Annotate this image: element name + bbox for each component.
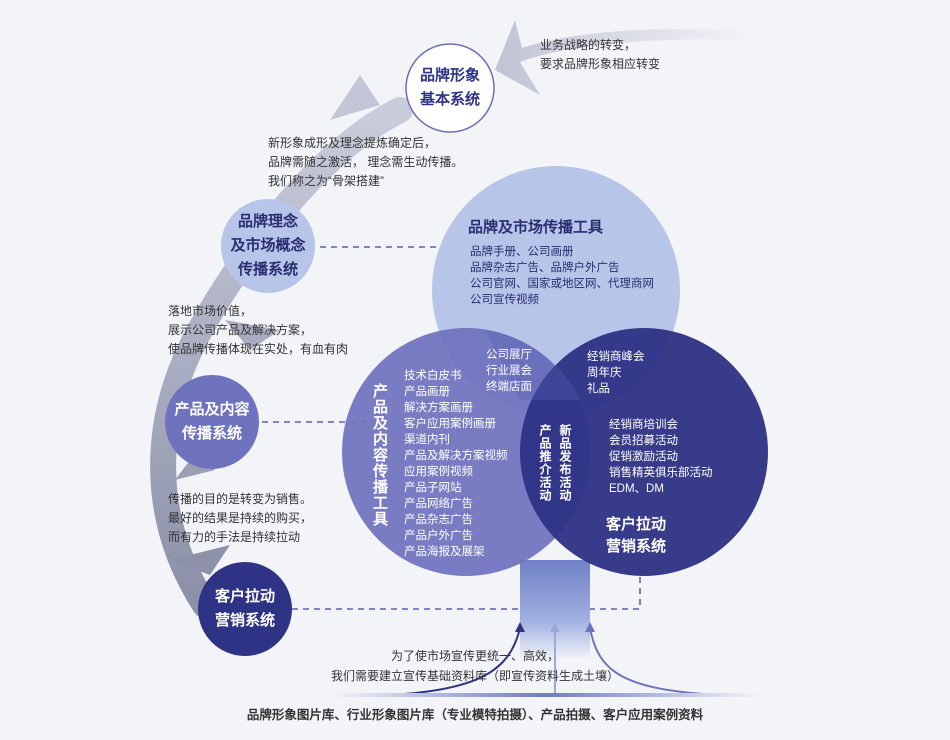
arc-arrowhead-1 bbox=[330, 75, 380, 120]
venn-left-item: 产品画册 bbox=[404, 386, 450, 398]
venn-circle-right bbox=[520, 328, 768, 576]
note-new-image: 新形象成形及理念提炼确定后， 品牌需随之激活， 理念需生动传播。 我们称之为“骨… bbox=[268, 136, 464, 188]
node-circle-brand-image bbox=[405, 43, 495, 133]
venn-right-item: 会员招募活动 bbox=[609, 435, 678, 447]
venn-top-item: 品牌杂志广告、品牌户外广告 bbox=[470, 262, 620, 274]
venn-left-item: 应用案例视频 bbox=[404, 466, 473, 478]
overlap-item: 礼品 bbox=[587, 383, 610, 395]
venn-overlap-top-left: 公司展厅 行业展会 终端店面 bbox=[486, 347, 532, 395]
venn-right-item: EDM、DM bbox=[609, 483, 664, 495]
overlap-item: 终端店面 bbox=[486, 381, 532, 393]
venn-right-item: 促销激励活动 bbox=[609, 451, 678, 463]
venn-left-item: 产品杂志广告 bbox=[404, 514, 473, 526]
venn-left-item: 技术白皮书 bbox=[404, 370, 462, 382]
venn-left-list: 技术白皮书 产品画册 解决方案画册 客户应用案例画册 渠道内刊 产品及解决方案视… bbox=[404, 368, 508, 560]
venn-left-item: 客户应用案例画册 bbox=[404, 418, 496, 430]
growth-arc bbox=[150, 97, 413, 618]
note-market-value: 落地市场价值， 展示公司产品及解决方案， 使品牌传播体现在实处，有血有肉 bbox=[168, 304, 349, 356]
arrowhead-left bbox=[515, 622, 525, 632]
venn-top-item: 公司宣传视频 bbox=[470, 294, 539, 306]
note-sales-purpose: 传播的目的是转变为销售。 最好的结果是持续的购买， 而有力的手法是持续拉动 bbox=[168, 492, 313, 544]
arrowhead-right bbox=[585, 622, 595, 632]
foundation-base-bar bbox=[330, 693, 760, 697]
strategy-arrow bbox=[495, 20, 750, 95]
node-circle-brand-concept bbox=[221, 199, 315, 293]
node-circle-product-content bbox=[165, 375, 259, 469]
venn-center-new-launch: 新品发布活动 bbox=[558, 424, 572, 502]
venn-circle-left bbox=[342, 328, 590, 576]
venn-right-list: 经销商培训会 会员招募活动 促销激励活动 销售精英俱乐部活动 EDM、DM bbox=[609, 417, 713, 497]
venn-left-item: 产品海报及展架 bbox=[404, 546, 485, 558]
node-circle-customer-pull bbox=[198, 562, 292, 656]
note-foundation: 为了使市场宣传更统一、高效， 我们需要建立宣传基础资料库（即宣传资料生成土壤） bbox=[330, 649, 619, 683]
overlap-item: 经销商峰会 bbox=[587, 351, 645, 363]
venn-left-item: 产品网络广告 bbox=[404, 498, 473, 510]
venn-right-item: 经销商培训会 bbox=[609, 419, 678, 431]
venn-center-product-promo: 产品推介活动 bbox=[538, 424, 552, 502]
venn-left-item: 产品户外广告 bbox=[404, 530, 473, 542]
venn-left-item: 渠道内刊 bbox=[404, 434, 450, 446]
overlap-item: 公司展厅 bbox=[486, 349, 532, 361]
node-brand-image: 品牌形象 基本系统 bbox=[419, 67, 480, 108]
arc-arrowhead-2 bbox=[225, 320, 280, 350]
venn-right-title: 客户拉动 营销系统 bbox=[606, 516, 667, 555]
venn-overlap-top-right: 经销商峰会 周年庆 礼品 bbox=[587, 349, 645, 397]
arc-arrowhead-4 bbox=[170, 545, 230, 575]
node-brand-concept: 品牌理念 及市场概念 传播系统 bbox=[230, 213, 306, 278]
venn-top-list: 品牌手册、公司画册 品牌杂志广告、品牌户外广告 公司官网、国家或地区网、代理商网… bbox=[470, 244, 654, 308]
venn-top-item: 品牌手册、公司画册 bbox=[470, 246, 574, 258]
venn-left-item: 解决方案画册 bbox=[404, 402, 473, 414]
venn-right-item: 销售精英俱乐部活动 bbox=[609, 467, 713, 479]
venn-left-item: 产品子网站 bbox=[404, 482, 462, 494]
overlap-item: 行业展会 bbox=[486, 365, 532, 377]
foundation-arrows bbox=[389, 627, 721, 696]
venn-left-title: 产品及内容传播工具 bbox=[371, 383, 388, 527]
venn-top-title: 品牌及市场传播工具 bbox=[468, 219, 604, 236]
overlap-top-left bbox=[485, 330, 580, 400]
overlap-item: 周年庆 bbox=[587, 367, 622, 379]
note-strategy-change: 业务战略的转变， 要求品牌形象相应转变 bbox=[540, 38, 661, 71]
node-product-content: 产品及内容 传播系统 bbox=[174, 401, 250, 442]
arrowhead-middle bbox=[550, 622, 560, 632]
note-bottom-line: 品牌形象图片库、行业形象图片库（专业模特拍摄）、产品拍摄、客户应用案例资料 bbox=[246, 708, 704, 722]
venn-left-item: 产品及解决方案视频 bbox=[404, 450, 508, 462]
venn-top-item: 公司官网、国家或地区网、代理商网 bbox=[470, 278, 654, 290]
node-customer-pull: 客户拉动 营销系统 bbox=[214, 588, 275, 629]
